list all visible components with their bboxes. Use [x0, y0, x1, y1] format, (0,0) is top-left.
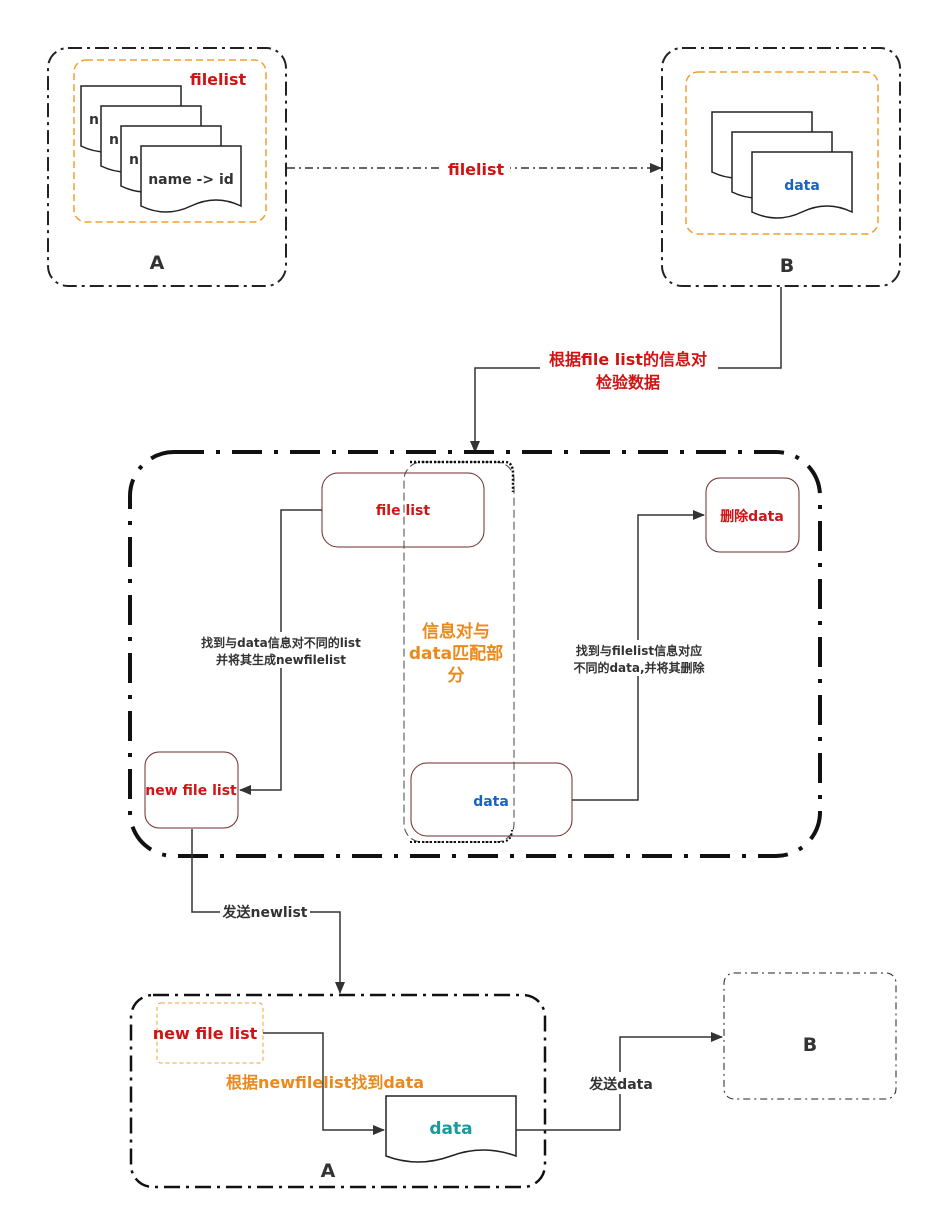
bottom-new-file-list-text: new file list — [153, 1024, 258, 1043]
document-a-1-stub: n — [89, 112, 99, 128]
verify-text-line1: 根据file list的信息对 — [549, 350, 707, 369]
label-a-top: A — [150, 252, 165, 274]
filelist-dashed-box — [73, 59, 267, 223]
data-text-middle: data — [473, 794, 509, 810]
connector-newfilelist-to-data — [263, 1032, 385, 1135]
label-b-top: B — [780, 255, 794, 277]
container-a-top — [47, 47, 287, 287]
send-data-label: 发送data — [588, 1076, 653, 1093]
new-file-list-dashed-box — [156, 1002, 264, 1064]
document-b-data: data — [784, 178, 820, 194]
document-a-2-stub: n — [109, 132, 119, 148]
new-file-list-box — [144, 751, 239, 829]
document-a-3-stub: n — [129, 152, 139, 168]
data-dashed-box — [685, 71, 879, 235]
filelist-label: filelist — [190, 70, 247, 89]
match-text-line3: 分 — [448, 666, 465, 686]
match-text-line2: data匹配部 — [409, 643, 503, 664]
delete-data-text: 删除data — [720, 508, 784, 525]
container-a-bottom — [129, 993, 547, 1189]
send-newlist-label: 发送newlist — [221, 904, 307, 921]
match-region-dotted-top — [410, 460, 515, 492]
document-stack-b: data — [711, 111, 853, 219]
data-document-bottom — [385, 1095, 517, 1163]
match-text-line1: 信息对与 — [422, 621, 490, 642]
bottom-data-text: data — [429, 1119, 472, 1139]
label-a-bottom: A — [321, 1160, 336, 1182]
file-list-text: file list — [376, 503, 430, 519]
left-note-line2: 并将其生成newfilelist — [216, 652, 346, 667]
document-b-3 — [751, 151, 853, 219]
arrow-filelist-label: filelist — [448, 160, 505, 179]
new-file-list-text: new file list — [145, 783, 237, 799]
container-b-top — [661, 47, 901, 287]
document-a-name-id: name -> id — [148, 172, 234, 188]
verify-text-line2: 检验数据 — [596, 373, 660, 392]
left-note-line1: 找到与data信息对不同的list — [201, 635, 361, 650]
label-b-bottom: B — [803, 1034, 817, 1056]
document-a-4 — [140, 145, 242, 213]
right-note-line2: 不同的data,并将其删除 — [573, 660, 705, 675]
find-data-note: 根据newfilelist找到data — [226, 1073, 424, 1092]
document-stack-a: n n n name -> id — [80, 85, 242, 213]
container-middle — [128, 450, 822, 858]
delete-data-box — [705, 477, 800, 553]
right-note-line1: 找到与filelist信息对应 — [576, 643, 702, 658]
